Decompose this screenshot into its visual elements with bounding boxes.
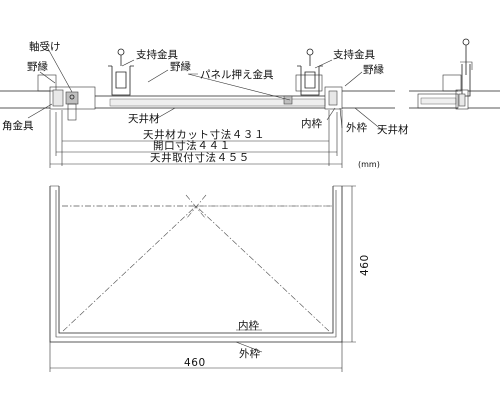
dim-height: 460 [359, 254, 371, 276]
label-ceiling-material-1: 天井材 [128, 112, 160, 125]
label-shaft-bearing: 軸受け [29, 40, 61, 53]
section-view: 軸受け 野縁 角金具 支持金具 野縁 パネル押え金具 支持金具 野縁 天井材 内… [0, 40, 409, 169]
support-bracket-2 [297, 48, 323, 96]
label-support-bracket-1: 支持金具 [136, 48, 178, 61]
label-ceiling-material-2: 天井材 [377, 123, 409, 136]
plan-outer-frame [49, 186, 343, 343]
support-bracket-1 [108, 48, 134, 96]
label-ceiling-edge-left: 野縁 [27, 60, 48, 73]
ceiling-edge-left-block [37, 74, 57, 92]
label-outer-frame-1: 外枠 [346, 121, 367, 134]
dim-width: 460 [184, 357, 206, 369]
label-outer-frame-2: 外枠 [239, 347, 260, 360]
dim-ceiling-cut: 天井材カット寸法４３１ [143, 128, 265, 141]
outer-frame-left [49, 86, 96, 110]
plan-inner-frame [58, 186, 334, 334]
dim-opening: 開口寸法４４１ [153, 139, 231, 152]
ceiling-material-panel [109, 98, 326, 107]
label-ceiling-edge-mid: 野縁 [170, 60, 191, 73]
panel-holder-bracket [283, 95, 293, 105]
label-support-bracket-2: 支持金具 [333, 48, 375, 61]
shaft-bearing-detail [65, 91, 79, 105]
label-inner-frame-2: 内枠 [238, 319, 259, 332]
label-inner-frame-1: 内枠 [301, 117, 322, 130]
ceiling-edge-mid-block [295, 74, 323, 92]
label-ceiling-edge-right: 野縁 [363, 63, 384, 76]
label-corner-bracket: 角金具 [2, 119, 34, 132]
dim-ceiling-mount: 天井取付寸法４５５ [150, 151, 250, 164]
plan-view: 460 460 内枠 外枠 [49, 185, 371, 372]
label-panel-holder: パネル押え金具 [200, 68, 274, 81]
label-unit: (mm) [358, 160, 380, 169]
outer-frame-right [324, 86, 343, 110]
side-view [409, 38, 500, 110]
